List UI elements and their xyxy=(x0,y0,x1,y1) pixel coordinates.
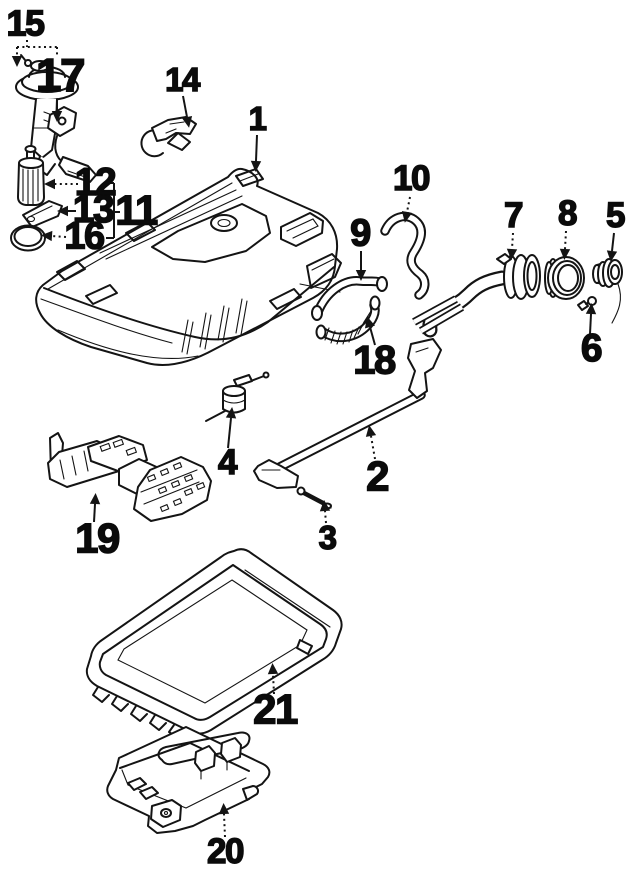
callout-label-16: 16 xyxy=(64,215,106,258)
callout-label-9: 9 xyxy=(349,212,372,255)
callout-2-leader xyxy=(370,435,376,460)
callout-1-leader xyxy=(255,134,258,162)
part-filler-pipe xyxy=(412,253,541,338)
callout-19-arrowhead xyxy=(89,493,101,505)
callout-label-6: 6 xyxy=(580,326,603,370)
callout-16-arrowhead xyxy=(41,230,53,242)
part-support-bracket xyxy=(106,726,271,834)
callout-17-arrowhead xyxy=(51,111,63,122)
callout-8-arrowhead xyxy=(559,248,571,260)
callout-label-7: 7 xyxy=(503,196,524,236)
callout-label-18: 18 xyxy=(353,338,397,383)
callout-13-arrowhead xyxy=(57,205,68,217)
callout-3-leader xyxy=(324,510,327,524)
callout-label-20: 20 xyxy=(206,832,245,872)
callout-9-arrowhead xyxy=(355,270,367,281)
callout-4-arrowhead xyxy=(225,407,237,419)
callout-label-17: 17 xyxy=(35,49,86,102)
callout-6-arrowhead xyxy=(585,303,597,315)
callout-18-leader xyxy=(369,326,376,346)
callout-label-13: 13 xyxy=(72,187,115,231)
callout-21-arrowhead xyxy=(267,663,279,675)
callout-6-leader xyxy=(589,313,592,335)
callout-label-14: 14 xyxy=(164,61,201,99)
callout-label-11: 11 xyxy=(115,186,159,234)
part-tank-shield-tray xyxy=(85,548,343,739)
part-cap-screw xyxy=(577,296,597,311)
callout-label-3: 3 xyxy=(318,519,338,557)
callout-10-arrowhead xyxy=(401,210,413,223)
part-skid-plate xyxy=(47,432,212,522)
part-corrugated-hose xyxy=(315,295,381,345)
part-fuel-tank xyxy=(35,167,342,366)
callout-10-leader xyxy=(406,196,411,213)
callout-label-4: 4 xyxy=(217,443,238,483)
callout-14-leader xyxy=(182,95,188,118)
callout-2-arrowhead xyxy=(365,425,377,437)
callout-label-2: 2 xyxy=(365,452,390,500)
callout-1-arrowhead xyxy=(250,160,262,172)
callout-label-12: 12 xyxy=(74,160,117,204)
callout-14-arrowhead xyxy=(181,116,193,128)
callout-15-arrowhead xyxy=(11,56,23,67)
part-filler-hose xyxy=(311,276,388,321)
callout-12-arrowhead xyxy=(44,178,55,190)
callout-18-arrowhead xyxy=(364,316,376,329)
callout-label-1: 1 xyxy=(248,100,268,138)
callout-label-21: 21 xyxy=(252,685,299,733)
callout-3-arrowhead xyxy=(319,500,331,512)
part-hose-clamp xyxy=(140,116,197,158)
callout-21-leader xyxy=(272,673,275,695)
callout-4-leader xyxy=(227,417,232,449)
callout-7-arrowhead xyxy=(506,248,518,260)
callout-label-19: 19 xyxy=(74,514,121,562)
callout-5-leader xyxy=(611,232,615,252)
callout-20-leader xyxy=(223,813,226,838)
callout-5-arrowhead xyxy=(606,250,618,262)
callout-label-10: 10 xyxy=(392,159,431,199)
callout-label-5: 5 xyxy=(605,196,626,236)
callout-16-leader xyxy=(51,235,67,238)
callout-19-leader xyxy=(93,503,96,523)
callout-label-15: 15 xyxy=(6,2,46,44)
callout-20-arrowhead xyxy=(218,803,230,815)
part-fuel-cap xyxy=(592,258,623,324)
callout-label-8: 8 xyxy=(557,194,578,234)
part-pump-seal xyxy=(10,224,46,252)
part-tank-strap xyxy=(253,338,442,489)
part-fuel-filter xyxy=(17,145,45,206)
